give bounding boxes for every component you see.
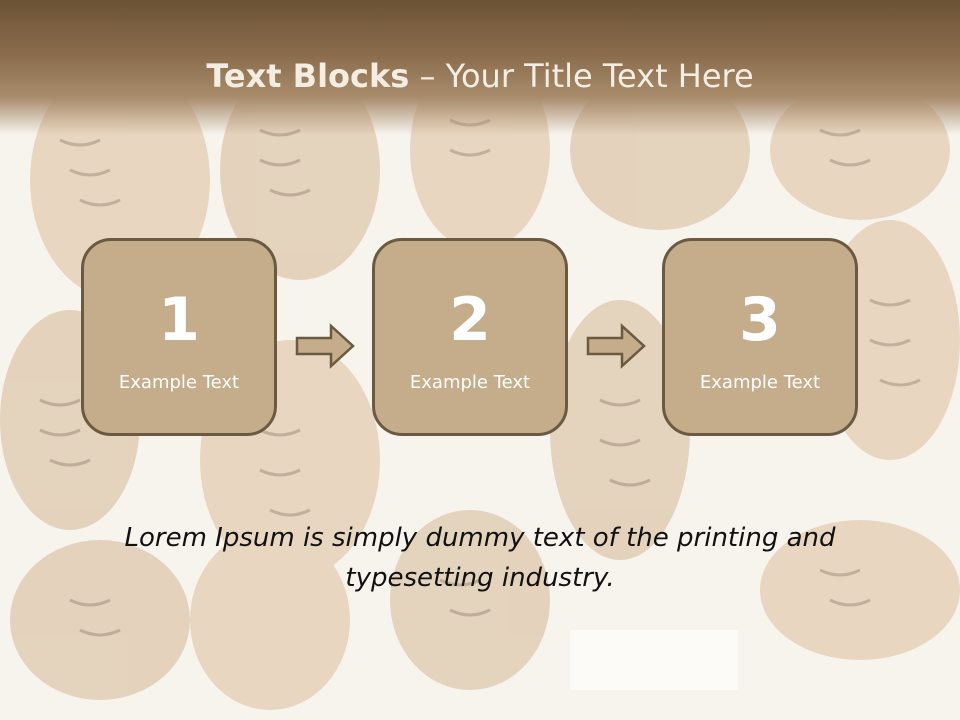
title-band [0, 0, 960, 135]
right-arrow-icon [295, 323, 355, 369]
step-number: 2 [449, 285, 491, 355]
step-number: 1 [158, 285, 200, 355]
slide-title: Text Blocks – Your Title Text Here [0, 56, 960, 96]
body-text: Lorem Ipsum is simply dummy text of the … [124, 523, 836, 593]
step-number: 3 [739, 285, 781, 355]
step-box-3: 3 Example Text [662, 238, 858, 436]
right-arrow-icon [586, 323, 646, 369]
step-label: Example Text [409, 372, 531, 393]
step-box-2: 2 Example Text [372, 238, 568, 436]
step-label: Example Text [118, 372, 240, 393]
step-box-1: 1 Example Text [81, 238, 277, 436]
title-bold: Text Blocks [206, 57, 410, 95]
step-label: Example Text [699, 372, 821, 393]
title-rest: – Your Title Text Here [409, 57, 754, 95]
